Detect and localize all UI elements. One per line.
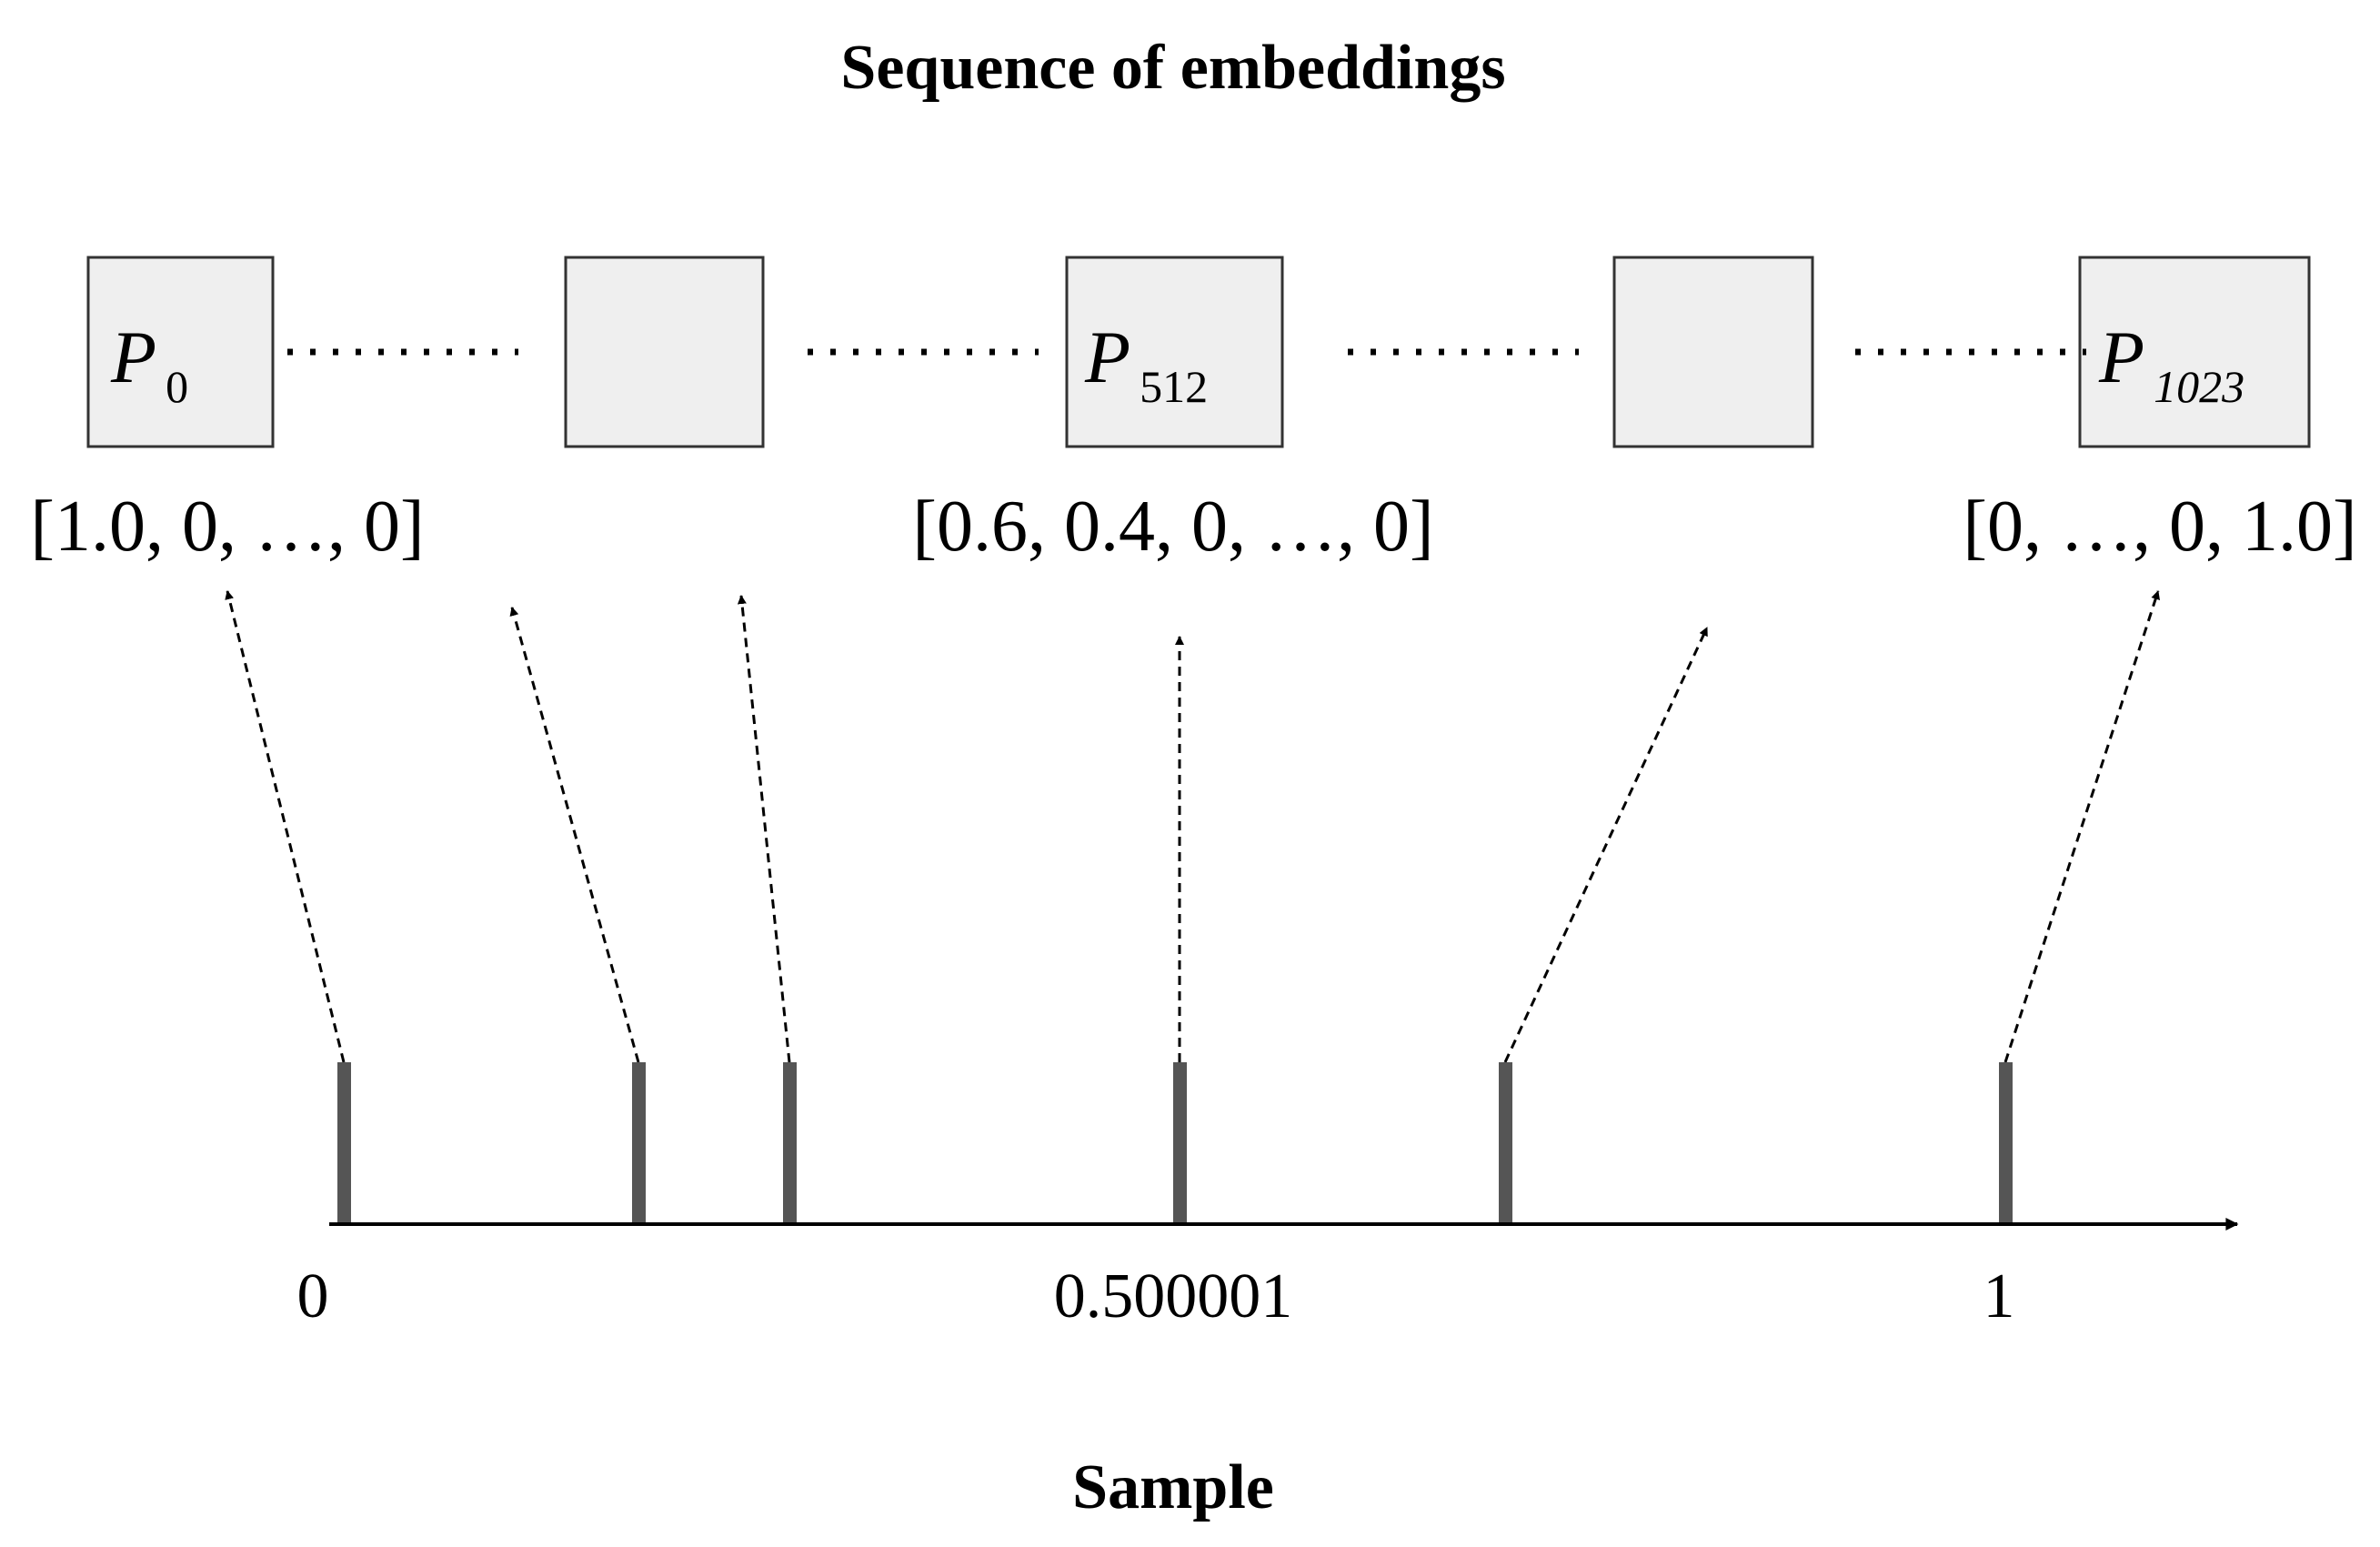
vector-label-p512: [0.6, 0.4, 0, …, 0] <box>912 487 1433 567</box>
mapping-arrow-5 <box>1503 627 1709 1063</box>
mapping-arrow-6 <box>2003 590 2160 1063</box>
sample-bar <box>1999 1062 2013 1224</box>
axis-tick-label-mid: 0.500001 <box>1054 1261 1293 1331</box>
axis-tick-label-1: 1 <box>1983 1261 2015 1331</box>
embedding-letter: P <box>1084 316 1130 398</box>
embedding-subscript: 0 <box>166 361 188 412</box>
embedding-box-blank-2 <box>1612 256 1814 448</box>
mapping-arrow-3 <box>737 595 791 1063</box>
mapping-arrow-2 <box>509 607 640 1063</box>
mapping-arrows <box>225 590 2160 1063</box>
svg-text:P0: P0 <box>110 316 188 412</box>
embedding-subscript: 1023 <box>2154 361 2244 412</box>
diagram-title: Sequence of embeddings <box>840 33 1505 103</box>
mapping-arrow-1 <box>225 590 346 1063</box>
embedding-subscript: 512 <box>1140 361 1208 412</box>
sample-bar <box>1173 1062 1187 1224</box>
sample-bars <box>337 1062 2013 1224</box>
sample-bar <box>1499 1062 1512 1224</box>
embedding-letter: P <box>110 316 156 398</box>
vector-label-p1023: [0, …, 0, 1.0] <box>1963 487 2356 567</box>
axis-tick-label-0: 0 <box>297 1261 329 1331</box>
sample-bar <box>632 1062 646 1224</box>
sample-bar <box>783 1062 797 1224</box>
embedding-box-blank-1 <box>564 256 765 448</box>
sample-bar <box>337 1062 351 1224</box>
x-axis-label: Sample <box>1072 1452 1274 1522</box>
vector-label-p0: [1.0, 0, …, 0] <box>30 487 424 567</box>
embedding-letter: P <box>2098 316 2144 398</box>
